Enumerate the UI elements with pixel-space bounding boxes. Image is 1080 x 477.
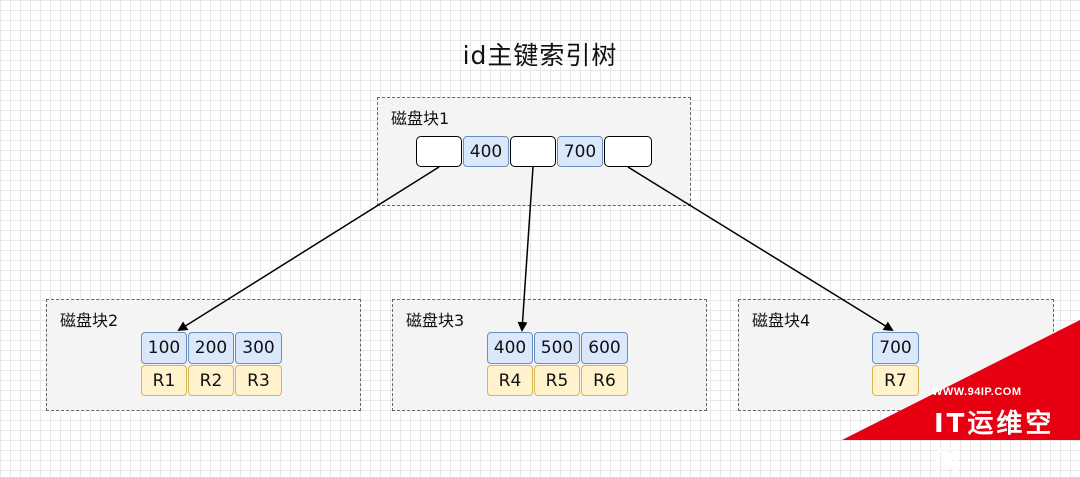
pointer-cell-2 <box>510 136 556 167</box>
arrow-to-disk-block-4 <box>627 166 894 332</box>
arrow-to-disk-block-2 <box>177 166 440 332</box>
row-cell: R7 <box>872 365 919 396</box>
row-cell: R3 <box>235 365 282 396</box>
disk-block-4-label: 磁盘块4 <box>752 311 811 330</box>
row-cell: R5 <box>534 365 580 396</box>
row-cell: R2 <box>188 365 234 396</box>
disk-block-3-label: 磁盘块3 <box>406 311 465 330</box>
arrow-to-disk-block-3 <box>517 166 534 332</box>
row-cell: R1 <box>141 365 187 396</box>
key-cell: 500 <box>534 332 580 364</box>
key-cell: 600 <box>581 332 628 364</box>
key-cell: 400 <box>487 332 533 364</box>
row-cell: R4 <box>487 365 533 396</box>
watermark-url: WWW.94IP.COM <box>932 386 1022 398</box>
disk-block-1-label: 磁盘块1 <box>391 109 450 128</box>
key-cell: 200 <box>188 332 234 364</box>
diagram-title: id主键索引树 <box>462 41 618 70</box>
key-cell: 300 <box>235 332 282 364</box>
key-cell: 700 <box>557 136 603 167</box>
pointer-arrows <box>177 166 894 332</box>
watermark-badge <box>842 320 1080 440</box>
watermark-triangle <box>842 320 1080 440</box>
disk-block-2-label: 磁盘块2 <box>60 311 119 330</box>
watermark-name: IT运维空间 <box>934 409 1055 476</box>
key-cell: 100 <box>141 332 187 364</box>
key-cell: 400 <box>463 136 509 167</box>
row-cell: R6 <box>581 365 628 396</box>
pointer-cell-3 <box>604 136 652 167</box>
pointer-cell-1 <box>416 136 462 167</box>
key-cell: 700 <box>872 332 919 364</box>
